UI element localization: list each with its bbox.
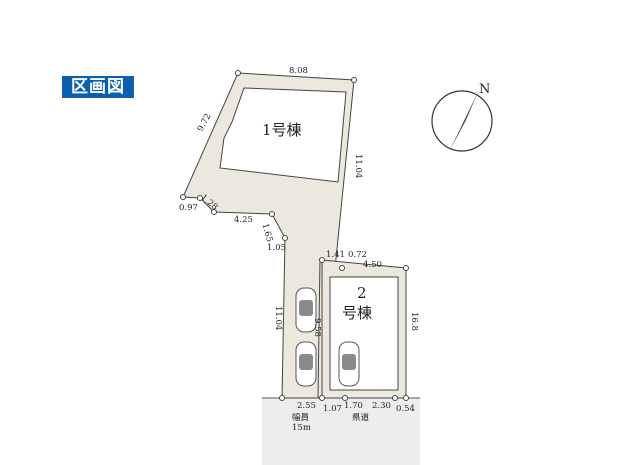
- map-title-badge: 区画図: [62, 76, 134, 98]
- dim-step-d: 1.65: [260, 222, 275, 243]
- compass: N: [431, 82, 493, 152]
- dim-bottom-c: 1.70: [344, 401, 363, 411]
- parking-car-2: [295, 341, 317, 387]
- road-name: 県道: [352, 412, 370, 423]
- road-width-value: 15m: [292, 423, 311, 433]
- parking-car-3: [338, 341, 360, 387]
- compass-north-label: N: [479, 82, 490, 97]
- dim-drive-left: 11.04: [273, 306, 283, 330]
- north-arrow-icon: [450, 92, 478, 150]
- dim-lot2-right: 16.8: [409, 312, 419, 331]
- dim-bottom-e: 0.54: [396, 404, 415, 414]
- building-2-label: 号棟: [342, 304, 372, 322]
- building-1-footprint: [219, 87, 347, 183]
- dim-step-e: 1.05: [267, 243, 286, 253]
- road-width-label: 幅員: [292, 412, 310, 423]
- building-2-number: 2: [357, 284, 367, 302]
- dim-lot2-left: 9.58: [312, 318, 322, 337]
- dim-left-upper: 9.72: [196, 112, 214, 133]
- parking-car-1: [295, 287, 317, 333]
- dim-lot2-a: 1.41: [326, 250, 345, 260]
- driveway-boundary: [317, 257, 321, 399]
- dim-step-c: 4.25: [234, 215, 253, 225]
- dim-lot2-b: 0.72: [348, 250, 367, 260]
- dim-lot2-c: 4.50: [363, 260, 382, 270]
- vertex-markers: [180, 70, 409, 401]
- dim-step-b: 0.97: [179, 203, 198, 213]
- dim-bottom-a: 2.55: [297, 401, 316, 411]
- road-area: [262, 398, 420, 465]
- dim-bottom-b: 1.07: [323, 404, 342, 414]
- dim-bottom-d: 2.30: [372, 401, 391, 411]
- dim-right-upper: 11.04: [353, 154, 363, 178]
- dim-top: 8.08: [289, 66, 308, 76]
- building-1-label: 1号棟: [262, 121, 302, 139]
